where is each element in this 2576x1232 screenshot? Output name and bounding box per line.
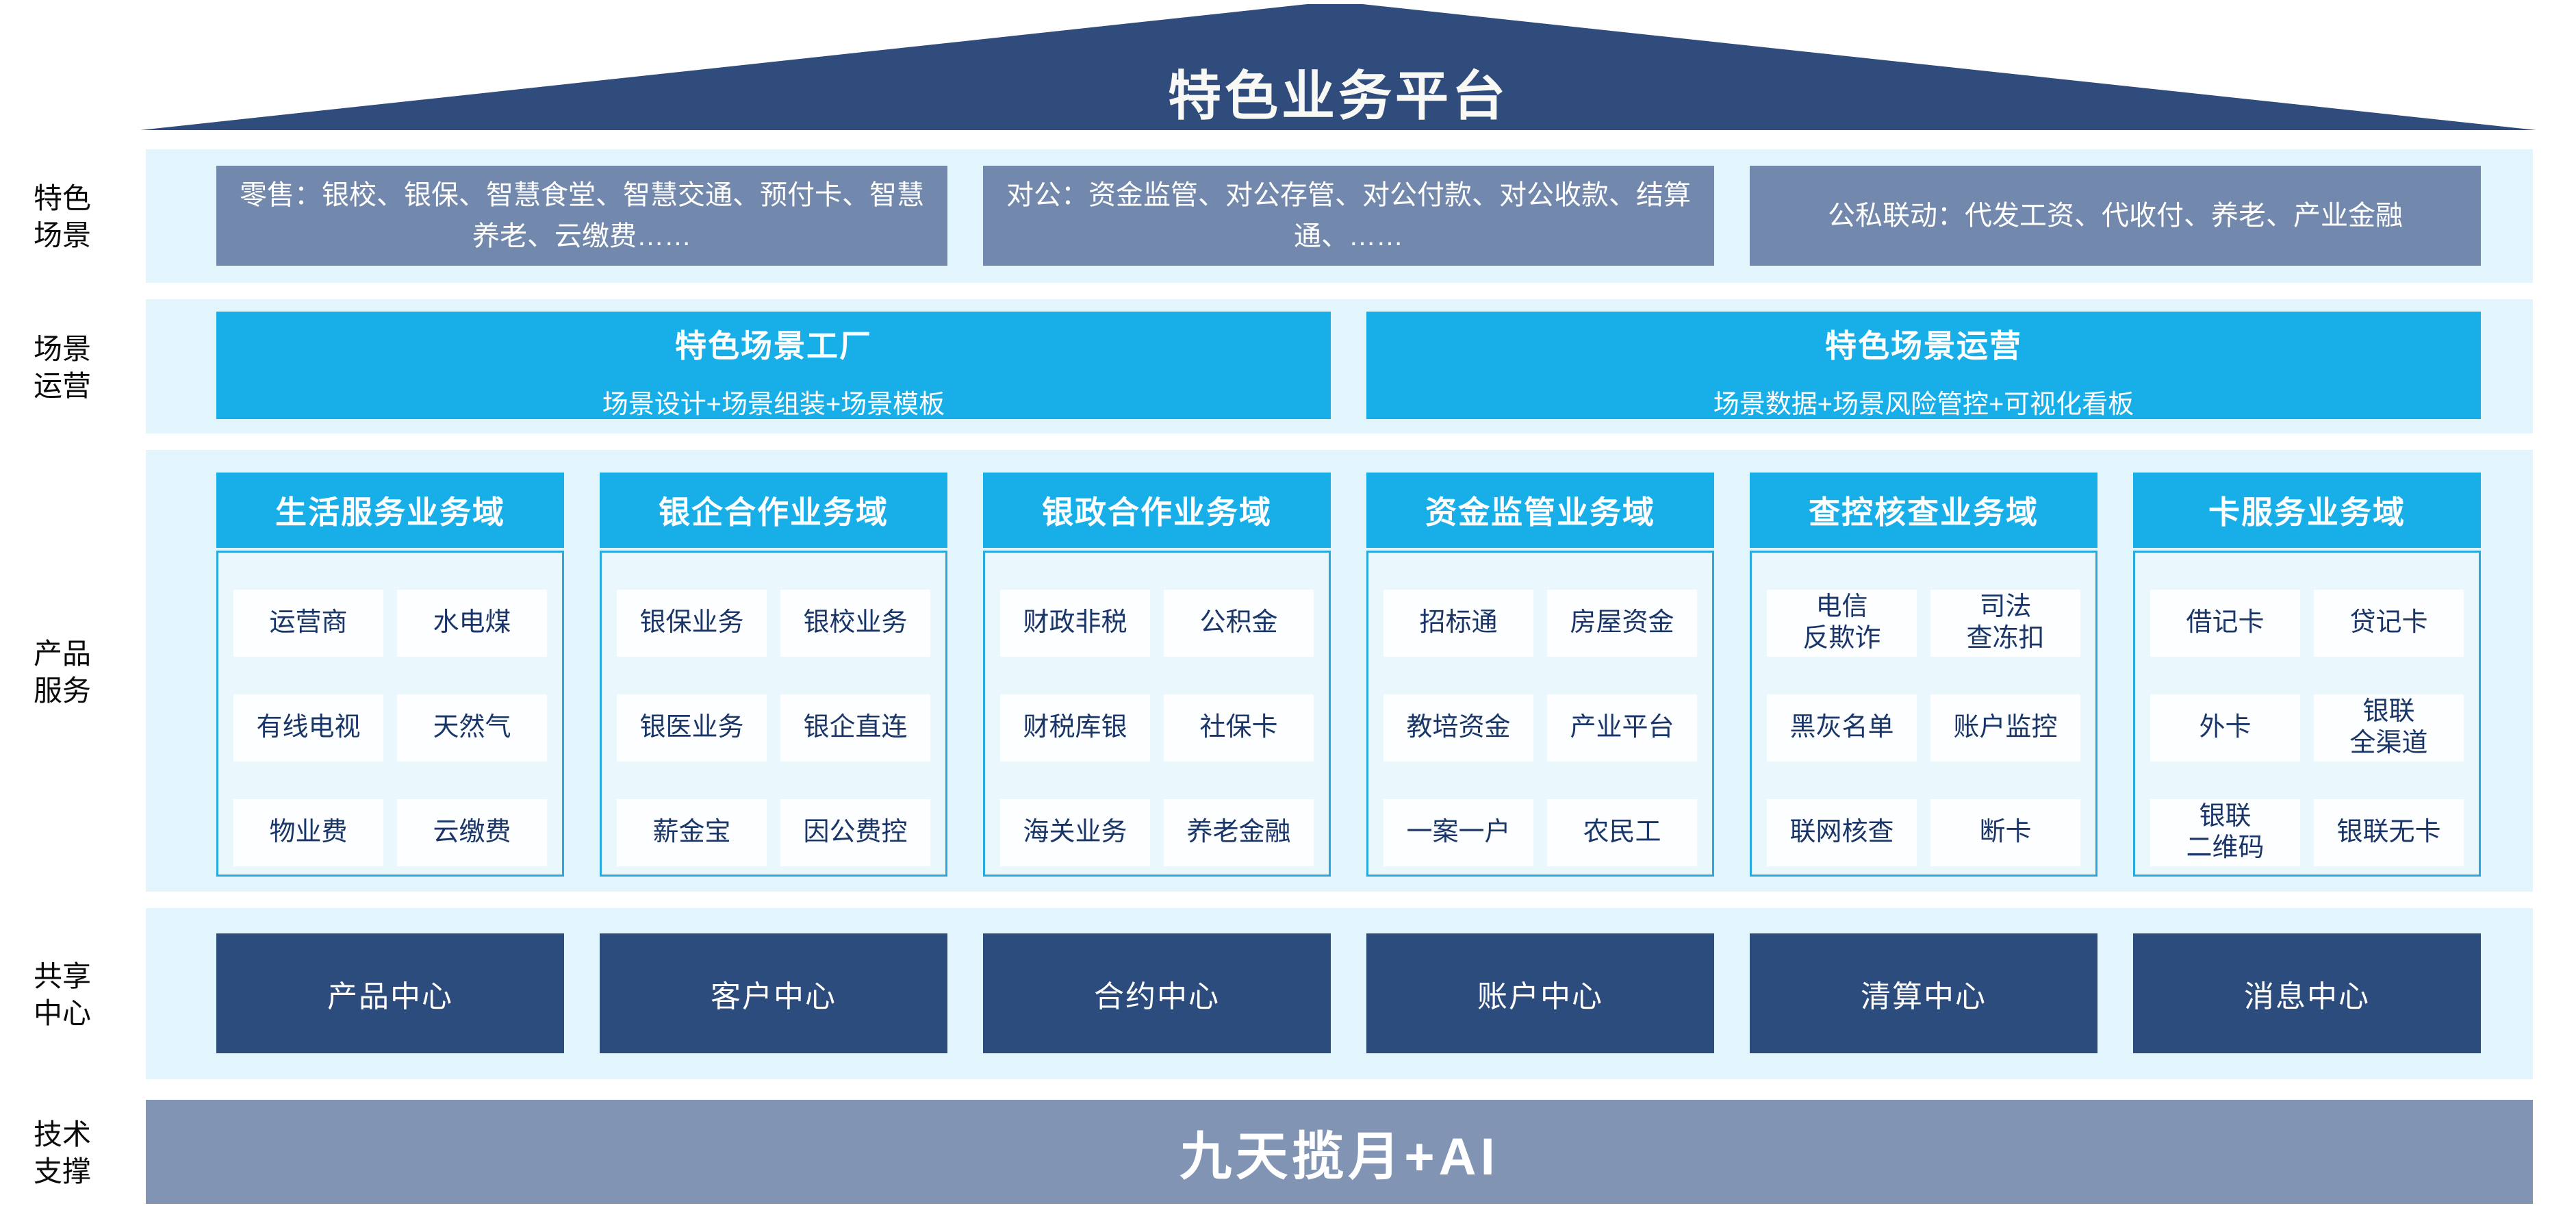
product-column-inquiry-control: 查控核查业务域 电信 反欺诈 司法 查冻扣 黑灰名单 账户监控 联网核查 断卡 <box>1750 473 2097 877</box>
ops-box-subtitle: 场景数据+场景风险管控+可视化看板 <box>1713 390 2134 419</box>
product-item: 银校业务 <box>780 590 930 657</box>
product-item: 电信 反欺诈 <box>1767 590 1917 657</box>
ops-box-title: 特色场景运营 <box>1825 328 2022 364</box>
product-item: 运营商 <box>233 590 383 657</box>
product-item: 养老金融 <box>1164 799 1314 866</box>
product-item: 银保业务 <box>617 590 767 657</box>
product-item: 物业费 <box>233 799 383 866</box>
product-item: 银企直连 <box>780 694 930 762</box>
product-column-life-services: 生活服务业务域 运营商 水电煤 有线电视 天然气 物业费 云缴费 <box>216 473 564 877</box>
product-item: 断卡 <box>1930 799 2080 866</box>
product-item: 账户监控 <box>1930 694 2080 762</box>
product-column-body: 招标通 房屋资金 教培资金 产业平台 一案一户 农民工 <box>1366 551 1714 877</box>
product-column-fund-supervision: 资金监管业务域 招标通 房屋资金 教培资金 产业平台 一案一户 农民工 <box>1366 473 1714 877</box>
product-item: 云缴费 <box>397 799 547 866</box>
product-column-body: 运营商 水电煤 有线电视 天然气 物业费 云缴费 <box>216 551 564 877</box>
product-item: 薪金宝 <box>617 799 767 866</box>
product-item: 借记卡 <box>2150 590 2300 657</box>
tech-support-label: 九天揽月+AI <box>1179 1128 1499 1186</box>
side-label-tech: 技术 支撑 <box>33 1118 91 1187</box>
share-center-clearing: 清算中心 <box>1750 933 2097 1053</box>
product-item: 财税库银 <box>1000 694 1150 762</box>
product-column-header: 银政合作业务域 <box>983 473 1331 548</box>
page-title: 特色业务平台 <box>1167 66 1509 126</box>
ops-box-scene-factory: 特色场景工厂 场景设计+场景组装+场景模板 <box>216 312 1331 419</box>
side-label-products: 产品 服务 <box>33 638 91 707</box>
share-center-product: 产品中心 <box>216 933 564 1053</box>
product-item: 房屋资金 <box>1547 590 1697 657</box>
product-item: 一案一户 <box>1383 799 1533 866</box>
scene-box-retail: 零售：银校、银保、智慧食堂、智慧交通、预付卡、智慧养老、云缴费…… <box>216 166 947 266</box>
side-label-scene: 特色 场景 <box>33 182 91 251</box>
product-item: 贷记卡 <box>2314 590 2464 657</box>
product-item: 因公费控 <box>780 799 930 866</box>
share-center-message: 消息中心 <box>2133 933 2481 1053</box>
product-item: 招标通 <box>1383 590 1533 657</box>
product-column-header: 生活服务业务域 <box>216 473 564 548</box>
product-item: 银联 全渠道 <box>2314 694 2464 762</box>
share-center-account: 账户中心 <box>1366 933 1714 1053</box>
share-panel: 产品中心 客户中心 合约中心 账户中心 清算中心 消息中心 <box>146 908 2533 1079</box>
product-column-bank-enterprise: 银企合作业务域 银保业务 银校业务 银医业务 银企直连 薪金宝 因公费控 <box>600 473 947 877</box>
scene-panel: 零售：银校、银保、智慧食堂、智慧交通、预付卡、智慧养老、云缴费…… 对公：资金监… <box>146 149 2533 283</box>
product-item: 银医业务 <box>617 694 767 762</box>
platform-roof-shape: 特色业务平台 <box>140 4 2536 130</box>
scene-box-corporate: 对公：资金监管、对公存管、对公付款、对公收款、结算通、…… <box>983 166 1714 266</box>
scene-box-public-private: 公私联动：代发工资、代收付、养老、产业金融 <box>1750 166 2481 266</box>
product-item: 农民工 <box>1547 799 1697 866</box>
product-item: 银联无卡 <box>2314 799 2464 866</box>
product-item: 联网核查 <box>1767 799 1917 866</box>
product-item: 教培资金 <box>1383 694 1533 762</box>
product-item: 财政非税 <box>1000 590 1150 657</box>
side-label-ops: 场景 运营 <box>33 333 91 402</box>
tech-support-bar: 九天揽月+AI <box>146 1100 2533 1204</box>
product-item: 天然气 <box>397 694 547 762</box>
product-item: 黑灰名单 <box>1767 694 1917 762</box>
ops-box-title: 特色场景工厂 <box>675 328 872 364</box>
product-item: 外卡 <box>2150 694 2300 762</box>
ops-panel: 特色场景工厂 场景设计+场景组装+场景模板 特色场景运营 场景数据+场景风险管控… <box>146 299 2533 433</box>
product-column-bank-government: 银政合作业务域 财政非税 公积金 财税库银 社保卡 海关业务 养老金融 <box>983 473 1331 877</box>
product-column-header: 资金监管业务域 <box>1366 473 1714 548</box>
product-item: 公积金 <box>1164 590 1314 657</box>
product-column-card-services: 卡服务业务域 借记卡 贷记卡 外卡 银联 全渠道 银联 二维码 银联无卡 <box>2133 473 2481 877</box>
product-item: 社保卡 <box>1164 694 1314 762</box>
share-center-contract: 合约中心 <box>983 933 1331 1053</box>
product-column-body: 电信 反欺诈 司法 查冻扣 黑灰名单 账户监控 联网核查 断卡 <box>1750 551 2097 877</box>
product-item: 银联 二维码 <box>2150 799 2300 866</box>
product-item: 司法 查冻扣 <box>1930 590 2080 657</box>
ops-box-scene-operation: 特色场景运营 场景数据+场景风险管控+可视化看板 <box>1366 312 2481 419</box>
product-column-body: 财政非税 公积金 财税库银 社保卡 海关业务 养老金融 <box>983 551 1331 877</box>
product-item: 水电煤 <box>397 590 547 657</box>
product-column-header: 查控核查业务域 <box>1750 473 2097 548</box>
ops-box-subtitle: 场景设计+场景组装+场景模板 <box>602 390 945 419</box>
product-column-body: 借记卡 贷记卡 外卡 银联 全渠道 银联 二维码 银联无卡 <box>2133 551 2481 877</box>
share-center-customer: 客户中心 <box>600 933 947 1053</box>
product-column-body: 银保业务 银校业务 银医业务 银企直连 薪金宝 因公费控 <box>600 551 947 877</box>
product-column-header: 银企合作业务域 <box>600 473 947 548</box>
product-column-header: 卡服务业务域 <box>2133 473 2481 548</box>
product-item: 产业平台 <box>1547 694 1697 762</box>
product-item: 海关业务 <box>1000 799 1150 866</box>
side-label-share: 共享 中心 <box>33 960 91 1029</box>
products-panel: 生活服务业务域 运营商 水电煤 有线电视 天然气 物业费 云缴费 银企合作业务域… <box>146 450 2533 892</box>
product-item: 有线电视 <box>233 694 383 762</box>
